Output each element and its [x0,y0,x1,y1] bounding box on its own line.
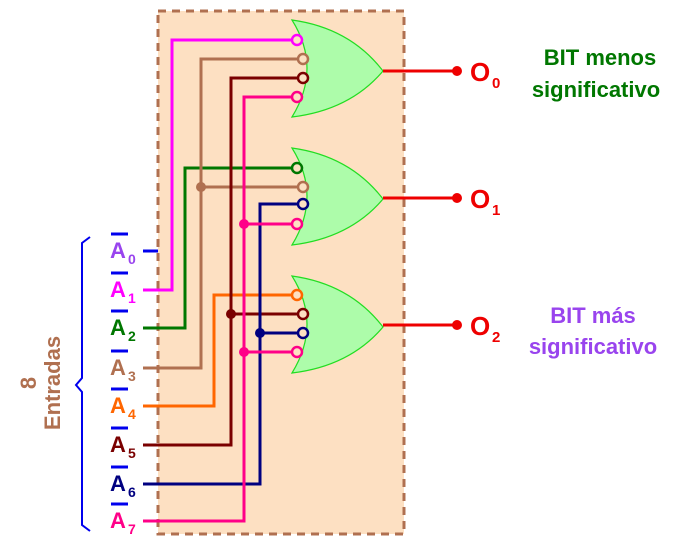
junction-dot [255,328,265,338]
wire-a1 [143,38,292,292]
output-terminal [452,66,462,76]
output-subscript: 1 [492,202,500,219]
input-name: A [110,393,126,418]
lsb-label-line1: BIT menos [544,45,656,70]
group-count-label: 8 [16,377,41,389]
input-name: A [110,277,126,302]
group-text-label: Entradas [40,336,65,430]
wire-a6 [143,202,297,486]
output-terminal [452,193,462,203]
inverter-bubble [290,288,304,302]
wires [143,38,298,523]
inverter-bubble [290,90,304,104]
junction-dot [239,347,249,357]
output-name: O [470,57,490,87]
output-terminal [452,320,462,330]
junctions [196,182,265,357]
inverter-bubble [290,33,304,47]
input-name: A [110,432,126,457]
inverter-bubble [296,307,310,321]
inverter-bubble [290,217,304,231]
inverter-bubble [296,71,310,85]
input-subscript: 4 [128,406,136,422]
lsb-label-line2: significativo [532,77,660,102]
input-subscript: 7 [128,521,136,537]
junction-dot [226,309,236,319]
output-name: O [470,311,490,341]
wire-a3 [143,57,298,370]
inverter-bubble [296,197,310,211]
or-gate-body [290,275,384,374]
input-subscript: 0 [128,251,136,267]
input-name: A [110,355,126,380]
wire-a2 [143,166,291,330]
input-name: A [110,508,126,533]
output-subscript: 2 [492,329,500,346]
or-gate-2 [290,275,384,374]
inverter-bubble [296,326,310,340]
input-brace [74,236,91,532]
input-subscript: 6 [128,484,136,500]
output-name: O [470,184,490,214]
junction-dot [196,182,206,192]
inverter-bubble [296,180,310,194]
or-gate-body [290,147,384,246]
output-subscript: 0 [492,75,500,92]
input-name: A [110,471,126,496]
junction-dot [239,219,249,229]
circuit-box [156,9,406,536]
input-name: A [110,238,126,263]
msb-label-line1: BIT más [550,303,636,328]
wire-a5 [143,76,298,447]
wire-a7 [143,95,292,523]
inverter-bubble [296,52,310,66]
or-gate-body [290,19,384,118]
msb-label-line2: significativo [529,334,657,359]
input-subscript: 3 [128,368,136,384]
inverter-bubble [290,345,304,359]
input-subscript: 5 [128,445,136,461]
wire-a4 [143,293,291,408]
inverter-bubble [290,161,304,175]
input-subscript: 2 [128,328,136,344]
input-name: A [110,315,126,340]
or-gate-0 [290,19,384,118]
or-gate-1 [290,147,384,246]
input-subscript: 1 [128,290,136,306]
